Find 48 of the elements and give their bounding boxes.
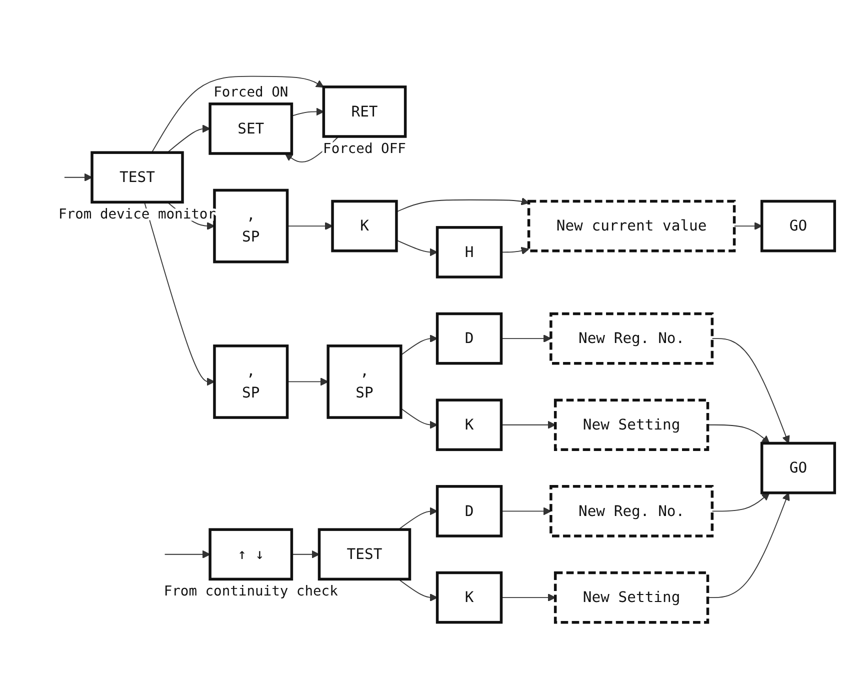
arrow <box>707 424 770 444</box>
entry-field: New Reg. No. <box>550 312 714 365</box>
caption-text: From continuity check <box>164 584 338 600</box>
arrow <box>707 492 790 598</box>
arrow <box>286 222 333 230</box>
key-button: ↑ ↓ <box>208 528 294 581</box>
key-button: GO <box>760 442 836 494</box>
arrow <box>291 108 324 117</box>
arrow <box>398 507 438 530</box>
arrow <box>500 334 552 343</box>
key-button: , SP <box>326 344 402 420</box>
key-button: K <box>436 572 503 624</box>
key-button: GO <box>760 200 836 252</box>
key-button: K <box>436 398 503 452</box>
caption-text: Forced OFF <box>323 141 406 158</box>
arrow <box>286 378 328 386</box>
arrow <box>400 408 438 430</box>
arrow <box>734 222 762 230</box>
key-button: D <box>436 312 503 365</box>
arrow <box>291 550 320 559</box>
arrow <box>64 173 92 182</box>
arrow <box>396 240 438 256</box>
arrow <box>712 492 770 512</box>
arrow <box>500 594 556 602</box>
arrow <box>712 338 790 444</box>
arrow <box>166 124 210 154</box>
entry-field: New Setting <box>554 572 710 624</box>
arrow <box>396 198 530 212</box>
key-button: SET <box>208 102 294 156</box>
key-button: H <box>436 226 503 279</box>
arrow <box>500 246 530 255</box>
arrow <box>400 334 438 356</box>
arrow <box>398 578 438 602</box>
entry-field: New Reg. No. <box>550 485 714 538</box>
key-button: D <box>436 485 503 538</box>
arrow <box>164 550 210 559</box>
key-button: RET <box>322 86 407 138</box>
arrow <box>500 421 556 430</box>
caption-text: Forced ON <box>214 84 288 101</box>
entry-field: New Setting <box>554 398 710 452</box>
arrow <box>500 507 552 516</box>
entry-field: New current value <box>527 200 736 252</box>
key-button: TEST <box>318 528 412 581</box>
arrow <box>151 76 324 154</box>
key-button: , SP <box>213 344 289 420</box>
key-button: TEST <box>90 151 184 204</box>
key-button: K <box>331 200 398 252</box>
arrow <box>144 202 215 386</box>
